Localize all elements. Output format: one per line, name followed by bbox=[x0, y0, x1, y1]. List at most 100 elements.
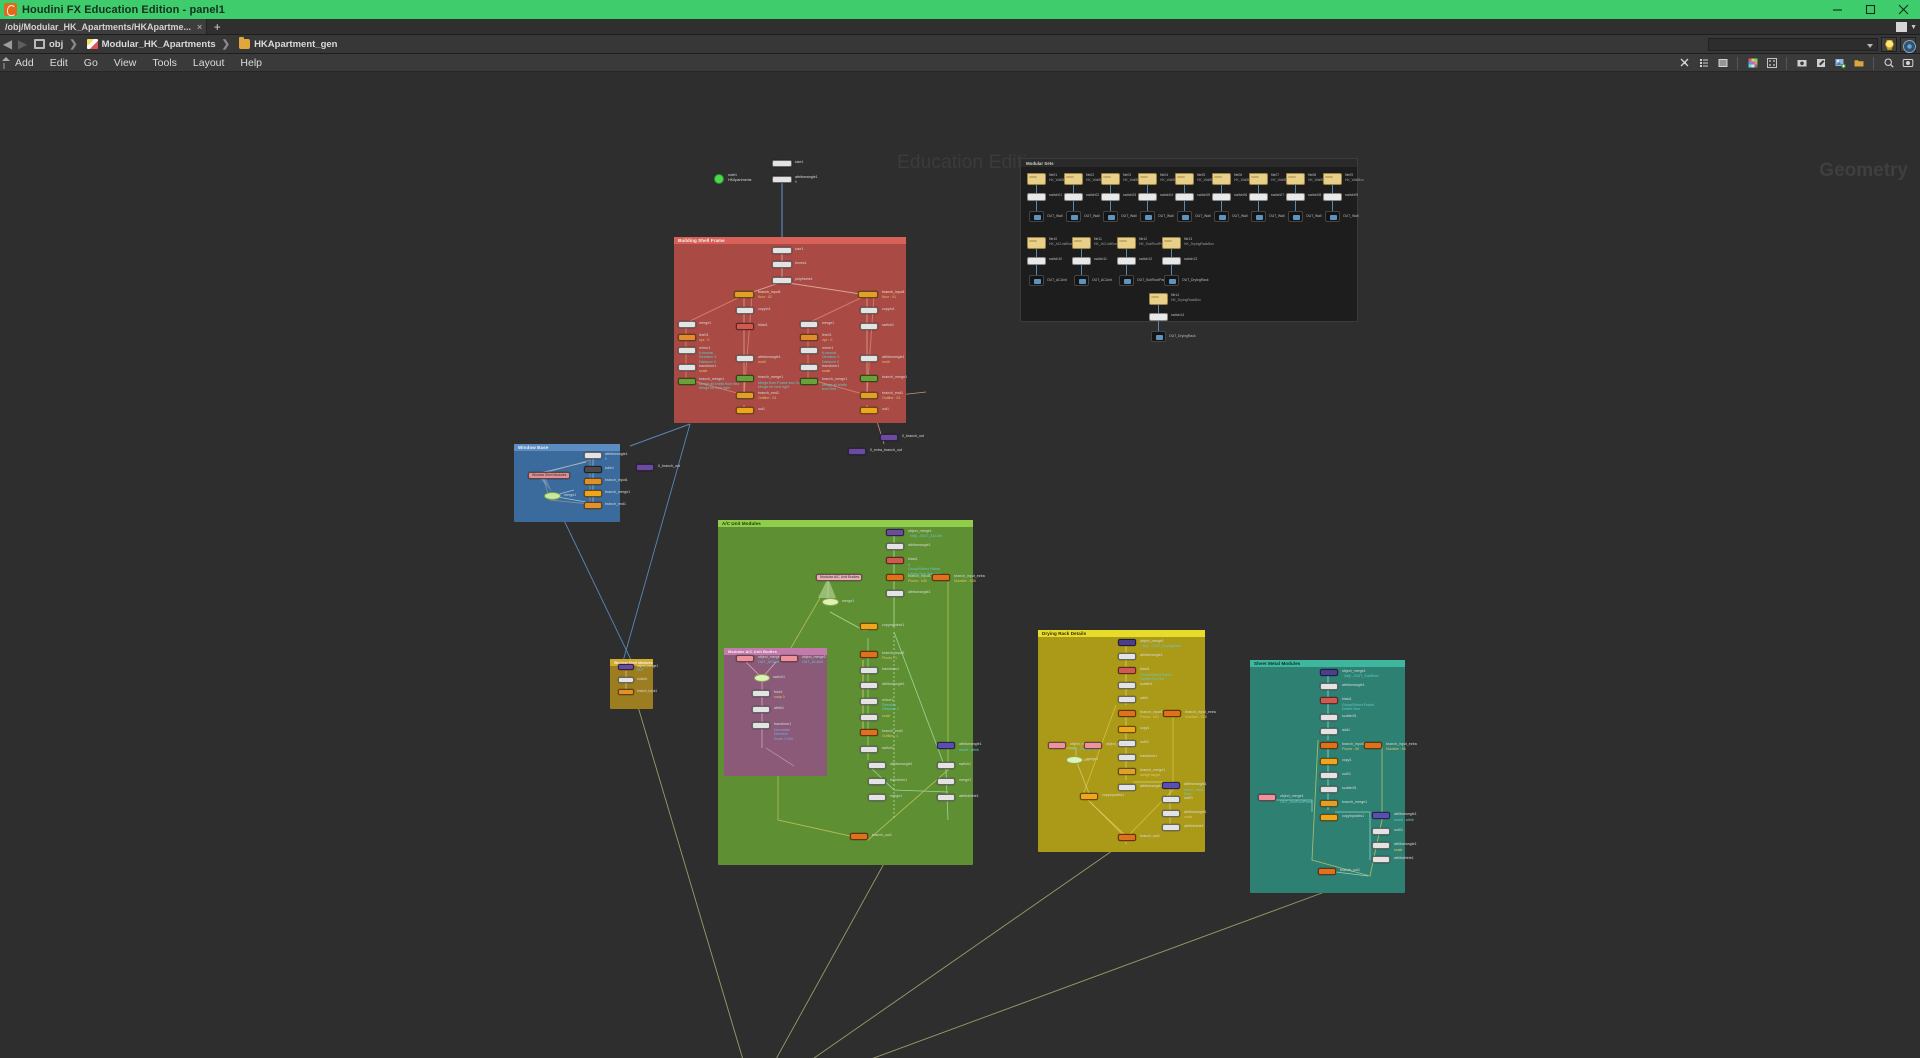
network-box-ac-unit-modules[interactable]: A/C Unit Modules object_merge1 /obj/.../… bbox=[718, 520, 985, 865]
node-branch-input-right[interactable] bbox=[858, 291, 878, 298]
node-branch-input-2[interactable] bbox=[1163, 710, 1181, 717]
back-button[interactable]: ◀ bbox=[2, 37, 13, 51]
minimize-button[interactable] bbox=[1821, 0, 1854, 19]
node[interactable] bbox=[1118, 653, 1136, 660]
color-palette-icon[interactable] bbox=[1744, 55, 1761, 72]
node[interactable] bbox=[937, 742, 955, 749]
node[interactable] bbox=[860, 714, 878, 721]
file-node[interactable] bbox=[1101, 173, 1120, 185]
file-node[interactable] bbox=[1286, 193, 1305, 201]
node[interactable] bbox=[752, 722, 770, 729]
node-output-right[interactable] bbox=[860, 407, 878, 414]
file-node[interactable] bbox=[1249, 193, 1268, 201]
node[interactable] bbox=[860, 392, 878, 399]
file-node[interactable] bbox=[1101, 193, 1120, 201]
breadcrumb-item-modular-hk-apartments[interactable]: Modular_HK_Apartments ❯ bbox=[83, 35, 235, 54]
node[interactable] bbox=[937, 794, 955, 801]
file-node[interactable] bbox=[1249, 173, 1268, 185]
node-branch-input-2[interactable] bbox=[1364, 742, 1382, 749]
node[interactable] bbox=[1320, 758, 1338, 765]
file-node[interactable] bbox=[1138, 173, 1157, 185]
file-node[interactable] bbox=[1323, 173, 1342, 185]
node[interactable] bbox=[1372, 828, 1390, 835]
node[interactable] bbox=[752, 690, 770, 697]
layers-icon[interactable] bbox=[1714, 55, 1731, 72]
green-sticky-dot[interactable] bbox=[714, 174, 724, 184]
menu-add[interactable]: Add bbox=[15, 56, 34, 69]
node[interactable] bbox=[860, 682, 878, 689]
node[interactable] bbox=[1118, 667, 1136, 674]
file-node[interactable] bbox=[1212, 173, 1231, 185]
folder-icon[interactable] bbox=[1850, 55, 1867, 72]
node[interactable] bbox=[860, 623, 878, 630]
maximize-button[interactable] bbox=[1854, 0, 1887, 19]
node[interactable] bbox=[886, 529, 904, 536]
node[interactable] bbox=[736, 323, 754, 330]
file-node[interactable] bbox=[1066, 211, 1081, 222]
node-output-left[interactable] bbox=[736, 407, 754, 414]
node[interactable] bbox=[800, 378, 818, 385]
file-node[interactable] bbox=[1027, 257, 1046, 265]
network-editor-canvas[interactable]: Education Edition Geometry note1 HKApart… bbox=[0, 72, 1920, 1058]
file-node[interactable] bbox=[1027, 237, 1046, 249]
file-node[interactable] bbox=[1151, 331, 1166, 342]
node[interactable] bbox=[678, 378, 696, 385]
node[interactable] bbox=[860, 667, 878, 674]
node[interactable] bbox=[1080, 793, 1098, 800]
file-node[interactable] bbox=[1288, 211, 1303, 222]
search-icon[interactable] bbox=[1880, 55, 1897, 72]
node[interactable] bbox=[1320, 786, 1338, 793]
chevron-down-icon[interactable]: ▼ bbox=[1910, 23, 1917, 31]
file-node[interactable] bbox=[1138, 193, 1157, 201]
file-node[interactable] bbox=[1164, 275, 1179, 286]
node[interactable] bbox=[1320, 772, 1338, 779]
node[interactable] bbox=[1162, 796, 1180, 803]
network-box-window-base[interactable]: Window Base attribwrangle1 fl tube1 bran… bbox=[514, 444, 630, 522]
node[interactable] bbox=[1162, 810, 1180, 817]
node[interactable] bbox=[1118, 682, 1136, 689]
node-branch-input[interactable] bbox=[1118, 710, 1136, 717]
node[interactable] bbox=[868, 794, 886, 801]
node[interactable] bbox=[678, 334, 696, 341]
node[interactable] bbox=[1320, 683, 1338, 690]
panel-grip-icon[interactable] bbox=[0, 54, 10, 72]
breadcrumb-item-obj[interactable]: obj ❯ bbox=[30, 35, 83, 54]
forward-button[interactable]: ▶ bbox=[17, 37, 28, 51]
node[interactable] bbox=[1320, 728, 1338, 735]
node[interactable] bbox=[860, 375, 878, 382]
node-top-1[interactable] bbox=[772, 160, 792, 167]
file-node[interactable] bbox=[1325, 211, 1340, 222]
display-options-icon[interactable] bbox=[1900, 37, 1916, 53]
node[interactable] bbox=[886, 557, 904, 564]
network-tools-icon[interactable] bbox=[1676, 55, 1693, 72]
node[interactable] bbox=[800, 321, 818, 328]
node-merge-diamond[interactable] bbox=[1066, 756, 1083, 764]
node[interactable] bbox=[886, 590, 904, 597]
node[interactable] bbox=[584, 490, 602, 497]
network-box-drying-rack-details[interactable]: Drying Rack Details object_merge1 /obj/.… bbox=[1038, 630, 1216, 852]
add-image-icon[interactable] bbox=[1831, 55, 1848, 72]
node[interactable] bbox=[752, 706, 770, 713]
file-node[interactable] bbox=[1064, 193, 1083, 201]
node-branch-input-2[interactable] bbox=[932, 574, 950, 581]
node[interactable] bbox=[868, 778, 886, 785]
node[interactable] bbox=[780, 655, 798, 662]
node[interactable] bbox=[937, 762, 955, 769]
node[interactable] bbox=[736, 392, 754, 399]
file-node[interactable] bbox=[1029, 211, 1044, 222]
panel-layout-icon[interactable] bbox=[1896, 22, 1908, 32]
file-node[interactable] bbox=[1117, 257, 1136, 265]
node-merge-diamond[interactable] bbox=[822, 598, 839, 606]
node[interactable] bbox=[736, 307, 754, 314]
network-box-building-shell-frame[interactable]: Building Shell Frame size1 boxes1 polyfr… bbox=[674, 237, 907, 423]
node[interactable] bbox=[1258, 794, 1276, 801]
node-branch-input[interactable] bbox=[1320, 742, 1338, 749]
node[interactable] bbox=[772, 247, 792, 254]
node-merge-diamond[interactable] bbox=[544, 492, 561, 500]
desktop-tab-active[interactable]: /obj/Modular_HK_Apartments/HKApartme... … bbox=[0, 19, 208, 34]
node[interactable] bbox=[618, 677, 634, 683]
file-node[interactable] bbox=[1140, 211, 1155, 222]
menu-layout[interactable]: Layout bbox=[192, 56, 225, 69]
node[interactable] bbox=[1372, 812, 1390, 819]
breadcrumb-item-hkapartment-gen[interactable]: HKApartment_gen bbox=[235, 35, 342, 54]
